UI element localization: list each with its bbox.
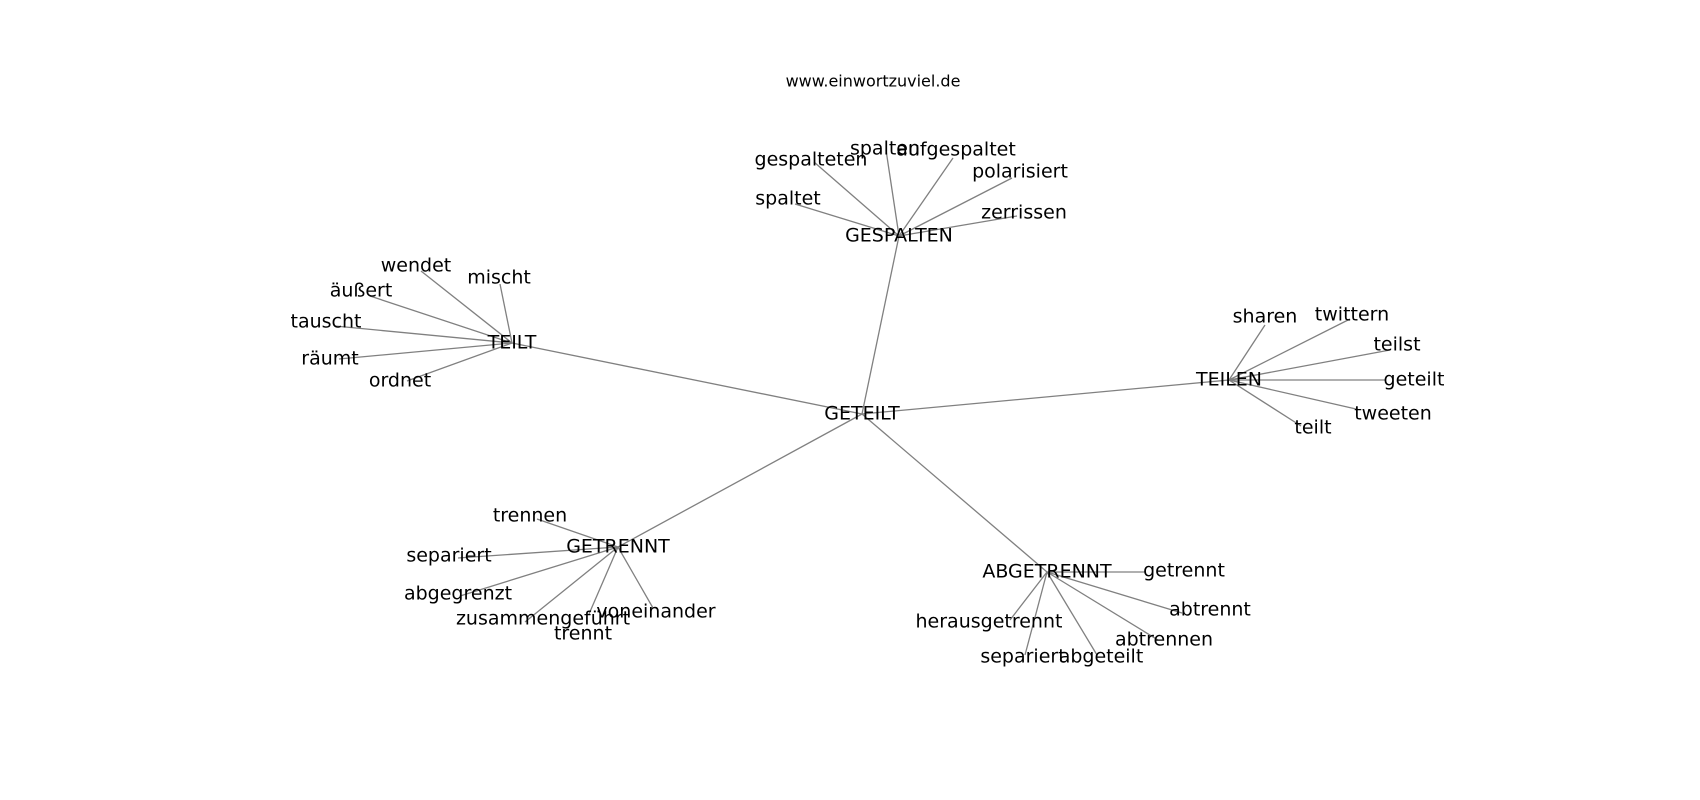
- edge-getrennt-leaf: [524, 546, 619, 623]
- edge-teilen-leaf: [1228, 349, 1391, 381]
- hub-node-label: TEILEN: [1195, 369, 1262, 391]
- leaf-node-label: mischt: [467, 267, 531, 289]
- leaf-node-label: getrennt: [1143, 560, 1225, 582]
- edge-teilen-leaf: [1228, 318, 1351, 381]
- leaf-node-label: teilt: [1294, 417, 1331, 439]
- edge-getrennt-leaf: [459, 546, 619, 597]
- leaf-node-label: abtrennt: [1169, 599, 1251, 621]
- edge-teilt-leaf: [406, 342, 513, 382]
- edge-gespalten-leaf: [898, 157, 954, 237]
- center-node-label: GETEILT: [824, 403, 900, 425]
- edge-center-gespalten: [861, 235, 900, 415]
- edge-teilt-leaf: [369, 295, 513, 344]
- edge-teilen-leaf: [1228, 324, 1266, 381]
- edge-teilt-leaf: [338, 342, 513, 360]
- hub-node-label: ABGETRENNT: [982, 561, 1112, 583]
- leaf-node-label: tweeten: [1354, 403, 1432, 425]
- hub-node-label: GETRENNT: [566, 536, 670, 558]
- edge-getrennt-leaf: [457, 546, 619, 559]
- edge-center-abgetrennt: [861, 413, 1048, 573]
- edge-center-teilen: [861, 379, 1230, 415]
- leaf-node-label: spaltet: [755, 188, 820, 210]
- edge-gespalten-leaf: [794, 203, 900, 237]
- leaf-node-label: trennen: [493, 505, 567, 527]
- leaf-node-label: voneinander: [596, 601, 715, 623]
- leaf-node-label: teilst: [1373, 334, 1420, 356]
- edges-layer: [334, 149, 1391, 656]
- leaf-node-label: herausgetrennt: [916, 611, 1063, 633]
- edge-abgetrennt-leaf: [1046, 571, 1098, 656]
- edge-center-teilt: [511, 342, 863, 415]
- hub-node-label: TEILT: [487, 332, 537, 354]
- leaf-node-label: twittern: [1315, 304, 1389, 326]
- leaf-node-label: polarisiert: [972, 161, 1068, 183]
- edge-abgetrennt-leaf: [1024, 571, 1048, 656]
- leaf-node-label: zusammengeführt: [456, 608, 630, 630]
- edge-center-getrennt: [617, 413, 863, 548]
- edge-teilt-leaf: [499, 283, 513, 344]
- edge-gespalten-leaf: [813, 161, 900, 237]
- edge-getrennt-leaf: [617, 546, 654, 609]
- edge-teilen-leaf: [1228, 379, 1302, 427]
- leaf-node-label: spalten: [850, 138, 920, 160]
- leaf-node-label: sharen: [1233, 306, 1298, 328]
- leaf-node-label: abgegrenzt: [404, 583, 512, 605]
- leaf-node-label: separiert: [406, 545, 491, 567]
- leaf-node-label: abtrennen: [1115, 629, 1213, 651]
- leaf-node-label: räumt: [301, 348, 358, 370]
- edge-getrennt-leaf: [536, 518, 619, 548]
- leaf-node-label: abgeteilt: [1059, 646, 1144, 668]
- source-url-label: www.einwortzuviel.de: [786, 72, 961, 91]
- edge-gespalten-leaf: [898, 177, 1013, 237]
- edge-teilt-leaf: [420, 270, 513, 344]
- leaf-node-label: separiert: [980, 646, 1065, 668]
- leaf-node-label: trennt: [554, 623, 612, 645]
- leaf-node-label: wendet: [381, 255, 451, 277]
- edge-getrennt-leaf: [588, 546, 619, 615]
- edge-abgetrennt-leaf: [1009, 571, 1048, 621]
- edge-abgetrennt-leaf: [1046, 571, 1183, 614]
- leaf-node-label: äußert: [330, 280, 393, 302]
- hub-node-label: GESPALTEN: [845, 225, 953, 247]
- leaf-node-label: aufgespaltet: [896, 139, 1016, 161]
- nodes-layer: GETEILT GESPALTEN gespaltetenspaltenaufges…: [291, 138, 1445, 668]
- edge-teilt-leaf: [334, 325, 513, 344]
- leaf-node-label: gespalteten: [755, 149, 868, 171]
- leaf-node-label: ordnet: [369, 370, 431, 392]
- edge-gespalten-leaf: [885, 149, 900, 237]
- edge-abgetrennt-leaf: [1046, 571, 1159, 641]
- leaf-node-label: geteilt: [1384, 369, 1445, 391]
- edge-gespalten-leaf: [898, 215, 1018, 237]
- leaf-node-label: zerrissen: [981, 202, 1067, 224]
- leaf-node-label: tauscht: [291, 311, 362, 333]
- edge-teilen-leaf: [1228, 379, 1357, 410]
